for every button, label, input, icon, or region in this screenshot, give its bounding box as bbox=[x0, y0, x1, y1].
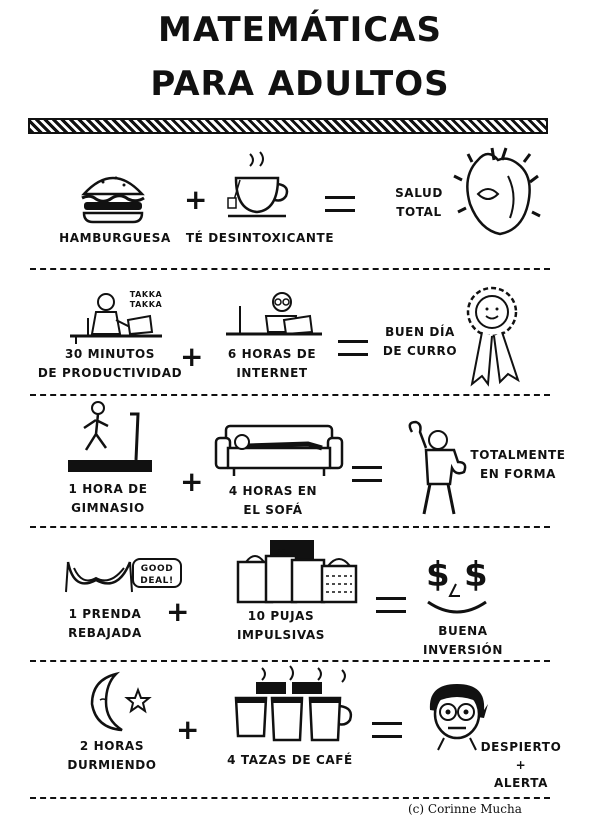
row-divider bbox=[30, 660, 550, 662]
row-divider bbox=[30, 268, 550, 270]
plus-sign: + bbox=[176, 713, 200, 746]
heart-icon bbox=[448, 146, 548, 242]
internet-label: INTERNET bbox=[236, 366, 308, 380]
buen-dia-label: BUEN DÍA bbox=[385, 325, 455, 339]
30-minutos-label: 30 MINUTOS bbox=[64, 347, 156, 361]
equals-sign bbox=[338, 340, 368, 356]
credit-line: (c) Corinne Mucha bbox=[408, 802, 522, 816]
impulsivas-label: IMPULSIVAS bbox=[236, 628, 326, 642]
salud-label: SALUD bbox=[395, 186, 443, 200]
wide-eyed-face-icon bbox=[424, 680, 490, 752]
title-line-2: PARA ADULTOS bbox=[150, 64, 450, 104]
moon-star-icon bbox=[86, 670, 156, 734]
hamburguesa-label: HAMBURGUESA bbox=[59, 231, 171, 245]
treadmill-runner-icon bbox=[66, 400, 156, 478]
takka-sfx: TAKKA TAKKA bbox=[129, 290, 163, 309]
person-on-sofa-icon bbox=[212, 418, 346, 480]
flexing-person-icon bbox=[398, 418, 470, 518]
alerta-label: ALERTA bbox=[494, 776, 548, 790]
plus-sign: + bbox=[166, 595, 190, 628]
person-at-laptop-icon bbox=[66, 290, 166, 346]
coffee-cups-icon bbox=[232, 664, 358, 746]
4-horas-en-label: 4 HORAS EN bbox=[228, 484, 318, 498]
teacup-icon bbox=[222, 150, 292, 228]
svg-text:$: $ bbox=[464, 555, 488, 595]
shopping-bags-icon bbox=[234, 536, 360, 606]
en-forma-label: EN FORMA bbox=[479, 467, 557, 481]
6-horas-de-label: 6 HORAS DE bbox=[227, 347, 317, 361]
equals-sign bbox=[325, 196, 355, 212]
good-deal-bubble: GOOD DEAL! bbox=[132, 558, 182, 588]
de-productividad-label: DE PRODUCTIVIDAD bbox=[37, 366, 183, 380]
plus-sign: + bbox=[180, 465, 204, 498]
row-divider bbox=[30, 797, 550, 799]
row-divider bbox=[30, 526, 550, 528]
equals-sign bbox=[372, 722, 402, 738]
de-curro-label: DE CURRO bbox=[382, 344, 458, 358]
rosette-ribbon-icon bbox=[452, 284, 532, 388]
gimnasio-label: GIMNASIO bbox=[71, 501, 145, 515]
durmiendo-label: DURMIENDO bbox=[67, 758, 157, 772]
row-divider bbox=[30, 394, 550, 396]
total-label: TOTAL bbox=[396, 205, 442, 219]
burger-icon bbox=[78, 168, 148, 226]
plus-sign: + bbox=[180, 340, 204, 373]
inversion-label: INVERSIÓN bbox=[423, 643, 503, 657]
plus-sign: + bbox=[184, 183, 208, 216]
1-hora-de-label: 1 HORA DE bbox=[68, 482, 148, 496]
te-desintoxicante-label: TÉ DESINTOXICANTE bbox=[185, 231, 335, 245]
equals-sign bbox=[352, 466, 382, 482]
1-prenda-label: 1 PRENDA bbox=[68, 607, 142, 621]
el-sofa-label: EL SOFÁ bbox=[243, 503, 303, 517]
10-pujas-label: 10 PUJAS bbox=[247, 609, 315, 623]
title-line-1: MATEMÁTICAS bbox=[157, 10, 443, 50]
despierto-label: DESPIERTO bbox=[480, 740, 562, 754]
bra-icon bbox=[64, 556, 134, 596]
hatched-title-bar bbox=[28, 118, 548, 134]
dollar-smile-icon: $ $ bbox=[422, 552, 492, 618]
2-horas-label: 2 HORAS bbox=[79, 739, 145, 753]
rebajada-label: REBAJADA bbox=[68, 626, 142, 640]
equals-sign bbox=[376, 597, 406, 613]
buena-label: BUENA bbox=[438, 624, 488, 638]
result-plus-sign: + bbox=[515, 758, 527, 772]
totalmente-label: TOTALMENTE bbox=[470, 448, 566, 462]
person-at-laptop-icon bbox=[224, 286, 324, 344]
svg-text:$: $ bbox=[426, 555, 450, 595]
4-tazas-de-cafe-label: 4 TAZAS DE CAFÉ bbox=[227, 753, 353, 767]
